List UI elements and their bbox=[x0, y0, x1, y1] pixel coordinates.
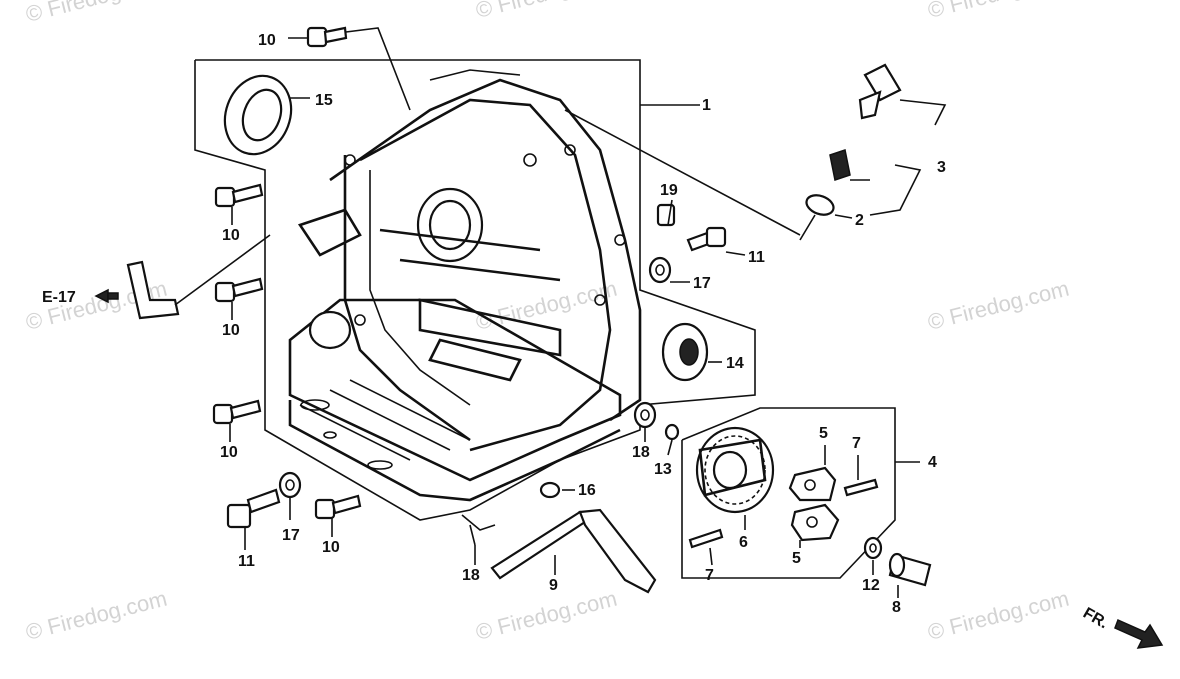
callout-11: 11 bbox=[238, 553, 255, 570]
watermark: © Firedog.com bbox=[23, 0, 169, 27]
callout-10: 10 bbox=[258, 32, 276, 49]
callout-7: 7 bbox=[852, 435, 861, 452]
callout-15: 15 bbox=[315, 92, 333, 109]
callout-17: 17 bbox=[693, 275, 711, 292]
watermark: © Firedog.com bbox=[23, 586, 169, 645]
callout-19: 19 bbox=[660, 182, 678, 199]
bolt-11b bbox=[226, 488, 281, 529]
callout-10: 10 bbox=[222, 322, 240, 339]
callout-16: 16 bbox=[578, 482, 596, 499]
callout-2: 2 bbox=[855, 212, 864, 229]
governor-weight-5b bbox=[790, 503, 840, 542]
crankcase-group-outline bbox=[194, 59, 756, 521]
callout-18: 18 bbox=[462, 567, 480, 584]
watermark: © Firedog.com bbox=[925, 586, 1071, 645]
callout-7: 7 bbox=[705, 567, 714, 584]
breather-tube bbox=[126, 234, 271, 320]
washer-17b bbox=[278, 471, 302, 499]
callout-6: 6 bbox=[739, 534, 748, 551]
oil-seal-15 bbox=[223, 74, 293, 156]
callout-8: 8 bbox=[892, 599, 901, 616]
front-direction-indicator: FR. bbox=[1080, 605, 1164, 649]
callout-1: 1 bbox=[702, 97, 711, 114]
callout-12: 12 bbox=[862, 577, 880, 594]
bolt-10c bbox=[214, 277, 264, 303]
clip-18 bbox=[461, 514, 496, 546]
bolt-10d bbox=[212, 399, 262, 425]
washer-12 bbox=[863, 536, 883, 560]
o-ring-2 bbox=[805, 194, 835, 216]
callout-labels: 10 15 1 3 2 19 11 17 14 18 13 4 5 7 6 7 … bbox=[220, 32, 946, 616]
callout-5: 5 bbox=[819, 425, 828, 442]
watermark: © Firedog.com bbox=[925, 0, 1071, 23]
callout-10: 10 bbox=[322, 539, 340, 556]
bolt-10e bbox=[314, 494, 362, 520]
callout-14: 14 bbox=[726, 355, 744, 372]
callout-4: 4 bbox=[928, 454, 937, 471]
pin-7a bbox=[843, 478, 879, 497]
reference-e17: E-17 bbox=[42, 288, 119, 306]
washer-16 bbox=[539, 481, 561, 499]
bolt-10b bbox=[214, 183, 264, 208]
crankcase-body bbox=[288, 69, 642, 502]
governor-group-outline bbox=[681, 407, 896, 579]
callout-5: 5 bbox=[792, 550, 801, 567]
callout-3: 3 bbox=[937, 159, 946, 176]
bolt-11a bbox=[686, 226, 727, 252]
bolt-10a bbox=[306, 26, 348, 48]
bearing-14 bbox=[661, 322, 709, 382]
callout-9: 9 bbox=[549, 577, 558, 594]
governor-shaft-8 bbox=[888, 552, 932, 587]
front-arrow-icon bbox=[1114, 618, 1164, 649]
pin-7b bbox=[688, 528, 724, 549]
callout-18: 18 bbox=[632, 444, 650, 461]
leader-lines bbox=[229, 27, 947, 598]
pin-13 bbox=[664, 423, 680, 441]
reference-label: E-17 bbox=[42, 289, 76, 306]
watermark: © Firedog.com bbox=[925, 276, 1071, 335]
callout-17: 17 bbox=[282, 527, 300, 544]
governor-gear-6 bbox=[695, 426, 775, 514]
oil-level-switch-3 bbox=[829, 63, 902, 181]
callout-11: 11 bbox=[748, 249, 765, 266]
washer-17a bbox=[648, 256, 672, 284]
dowel-19 bbox=[656, 203, 676, 227]
governor-arm-9 bbox=[490, 508, 657, 594]
callout-13: 13 bbox=[654, 461, 672, 478]
watermark: © Firedog.com bbox=[473, 0, 619, 23]
callout-10: 10 bbox=[220, 444, 238, 461]
governor-weight-5a bbox=[788, 466, 837, 502]
watermark: © Firedog.com bbox=[473, 586, 619, 645]
front-label: FR. bbox=[1080, 605, 1111, 633]
washer-18b bbox=[633, 401, 657, 429]
callout-10: 10 bbox=[222, 227, 240, 244]
